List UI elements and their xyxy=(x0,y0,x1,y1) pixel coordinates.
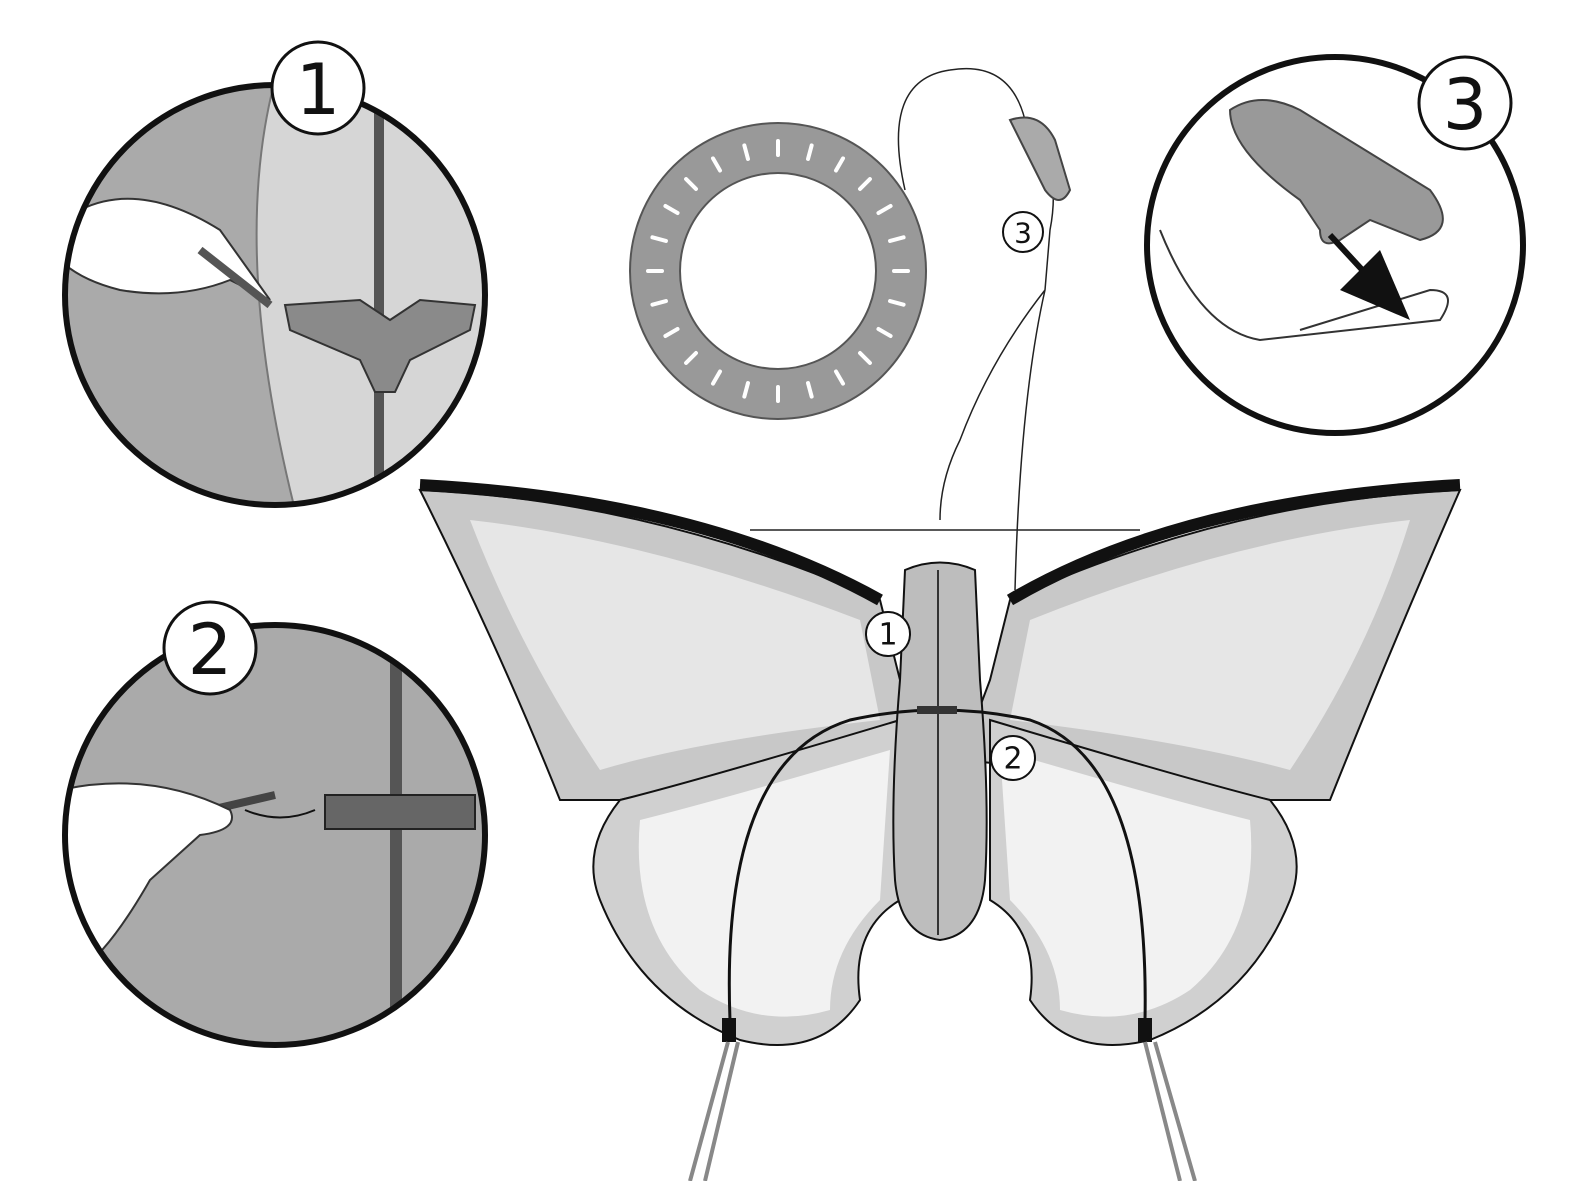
detail-circle-2: 2 xyxy=(62,600,488,1048)
hand-icon xyxy=(65,782,233,971)
winder-slot xyxy=(663,327,680,338)
marker-1 xyxy=(865,611,911,657)
hand-icon xyxy=(65,197,271,301)
kite-body xyxy=(892,561,988,942)
winder-slot xyxy=(834,369,845,386)
marker-2 xyxy=(990,735,1036,781)
step-badge-3 xyxy=(1417,55,1513,151)
line-hook xyxy=(1228,99,1444,245)
line-winder xyxy=(629,122,927,420)
winder-slot xyxy=(876,204,893,215)
spar-connector xyxy=(324,794,476,830)
line-hook xyxy=(1008,116,1072,201)
marker-label-1: 1 xyxy=(878,618,897,653)
winder-slot xyxy=(888,235,906,243)
detail-circle-1: 1 xyxy=(62,40,488,508)
marker-label-3: 3 xyxy=(1014,217,1032,250)
tail-right xyxy=(1143,1041,1197,1181)
winder-slot xyxy=(711,369,722,386)
detail-circle-3: 3 xyxy=(1144,54,1526,436)
center-connector xyxy=(283,298,477,393)
marker-label-2: 2 xyxy=(1003,742,1022,777)
spar-rod xyxy=(390,625,402,1045)
left-spar xyxy=(419,479,883,606)
winder-slot xyxy=(806,143,814,161)
arrow-icon xyxy=(244,809,316,819)
winder-slot xyxy=(858,351,872,365)
arrow-icon xyxy=(1340,250,1410,320)
tail-left xyxy=(688,1041,740,1181)
winder-slot xyxy=(684,177,698,191)
right-spar xyxy=(1006,479,1461,606)
winder-slot xyxy=(888,299,906,307)
winder-slot xyxy=(876,327,893,338)
winder-slot xyxy=(650,235,668,243)
winder-slot xyxy=(834,156,845,173)
winder-slot xyxy=(858,177,872,191)
winder-slot xyxy=(684,351,698,365)
step-label-3: 3 xyxy=(1443,64,1488,146)
winder-slot xyxy=(663,204,680,215)
step-badge-2 xyxy=(162,600,258,696)
winder-slot xyxy=(742,143,750,161)
winder-slot xyxy=(742,381,750,399)
winder-slot xyxy=(650,299,668,307)
step-label-1: 1 xyxy=(296,49,341,131)
winder-slot xyxy=(806,381,814,399)
winder-slot xyxy=(711,156,722,173)
step-label-2: 2 xyxy=(188,609,233,691)
step-badge-1 xyxy=(270,40,366,136)
butterfly-kite: 1 2 xyxy=(418,479,1462,1181)
spar-rod xyxy=(374,100,384,500)
marker-3 xyxy=(1002,211,1044,253)
